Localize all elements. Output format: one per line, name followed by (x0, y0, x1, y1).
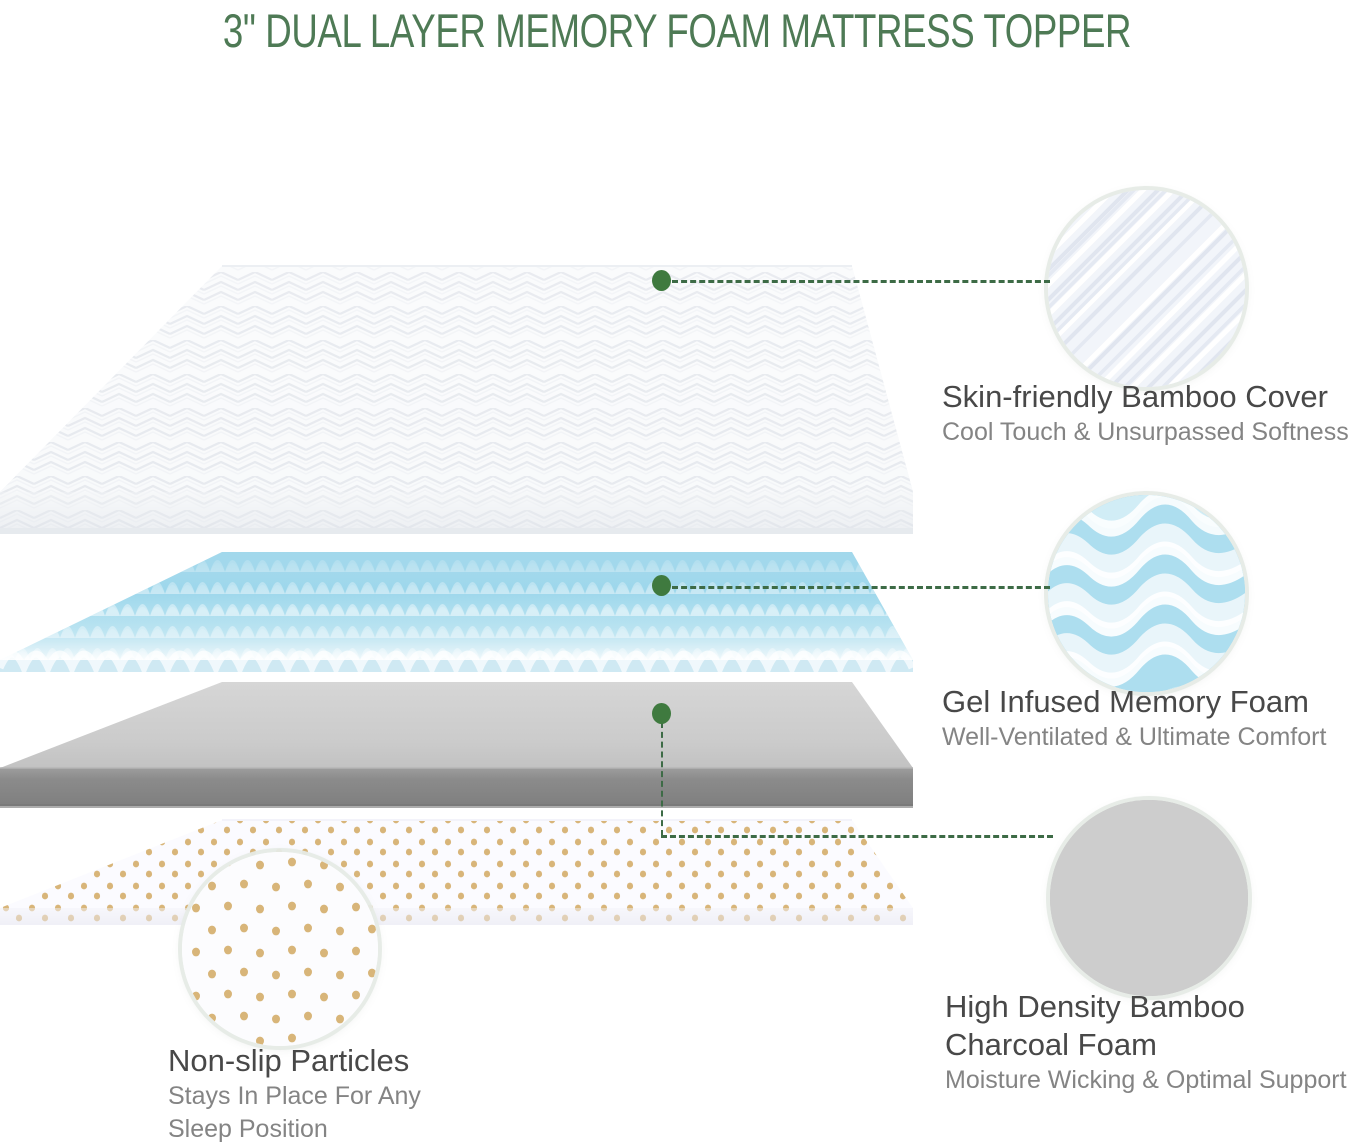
callout-dot-density (652, 703, 671, 724)
callout-label-cover: Skin-friendly Bamboo Cover Cool Touch & … (942, 378, 1349, 449)
page-title: 3" DUAL LAYER MEMORY FOAM MATTRESS TOPPE… (222, 3, 1132, 57)
layer-bamboo-cover (0, 265, 913, 534)
callout-subtext-nonslip-line1: Stays In Place For Any (168, 1082, 421, 1110)
callout-dot-cover (652, 270, 671, 291)
callout-subtext-density: Moisture Wicking & Optimal Support (945, 1066, 1347, 1094)
callout-line-density-horizontal (661, 835, 1053, 838)
callout-label-density: High Density Bamboo Charcoal Foam Moistu… (945, 988, 1347, 1097)
callout-heading-density-line1: High Density Bamboo (945, 989, 1245, 1024)
layer-gel-memory-foam (0, 552, 916, 677)
callout-line-density-vertical (661, 722, 663, 836)
gel-wave-swatch (1048, 495, 1245, 692)
callout-heading-cover: Skin-friendly Bamboo Cover (942, 379, 1328, 414)
callout-heading-gel: Gel Infused Memory Foam (942, 684, 1309, 719)
layer-high-density-foam (0, 682, 913, 808)
bamboo-knit-swatch (1048, 190, 1245, 387)
callout-label-gel: Gel Infused Memory Foam Well-Ventilated … (942, 683, 1344, 754)
callout-dot-gel (652, 575, 671, 596)
callout-line-gel (672, 586, 1050, 589)
callout-label-nonslip: Non-slip Particles Stays In Place For An… (168, 1042, 421, 1146)
dense-foam-swatch (1050, 800, 1248, 996)
callout-subtext-gel: Well-Ventilated & Ultimate Comfort (942, 723, 1327, 751)
callout-heading-nonslip: Non-slip Particles (168, 1043, 410, 1078)
non-slip-dots-swatch (182, 852, 378, 1046)
callout-subtext-nonslip-line2: Sleep Position (168, 1115, 328, 1143)
callout-heading-density-line2: Charcoal Foam (945, 1027, 1157, 1062)
callout-subtext-cover: Cool Touch & Unsurpassed Softness (942, 418, 1349, 446)
callout-line-cover (672, 280, 1050, 283)
